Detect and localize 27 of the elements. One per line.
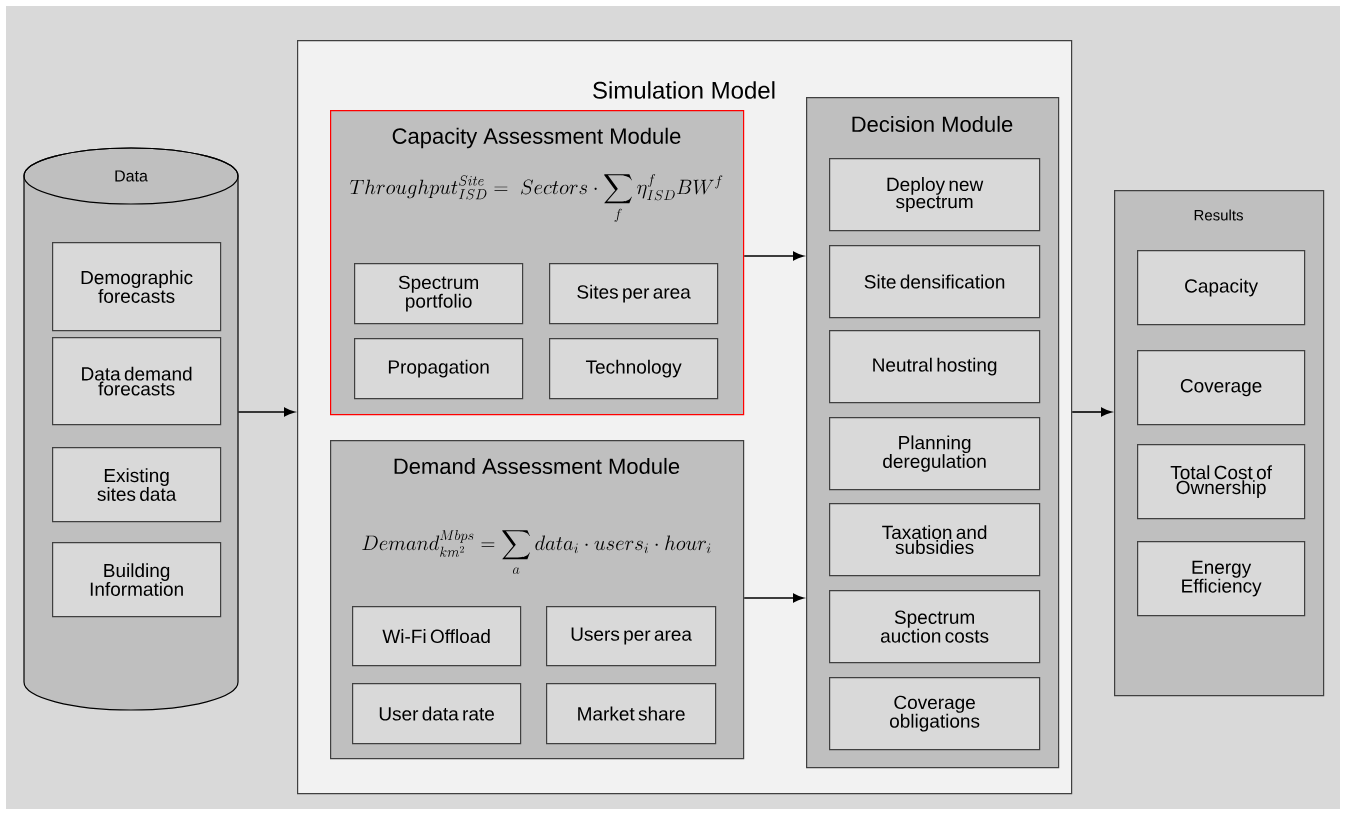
arrow (1071, 407, 1112, 417)
process-box: Coverage (1137, 350, 1306, 426)
arrow (237, 407, 295, 417)
arrow (743, 593, 804, 603)
process-box: Capacity (1137, 250, 1306, 326)
process-box: User data rate (352, 683, 522, 745)
process-box: Spectrum auction costs (829, 590, 1041, 664)
process-box: Existing sites data (52, 447, 222, 523)
process-box: Coverage obligations (829, 677, 1041, 751)
arrow (743, 251, 804, 261)
process-box: Site densification (829, 245, 1041, 319)
process-box: Taxation and subsidies (829, 503, 1041, 577)
process-box: Demographic forecasts (52, 242, 222, 332)
process-box: Technology (549, 338, 719, 400)
process-box: Data demand forecasts (52, 337, 222, 426)
process-box: Spectrum portfolio (354, 263, 524, 325)
process-box: Wi-Fi Offload (352, 606, 522, 667)
process-box: Sites per area (549, 263, 719, 325)
process-box: Total Cost of Ownership (1137, 444, 1306, 520)
process-box: Market share (546, 683, 717, 745)
process-box: Planning deregulation (829, 417, 1041, 491)
process-box: Neutral hosting (829, 330, 1041, 404)
process-box: Users per area (546, 606, 717, 667)
process-box: Building Information (52, 542, 222, 618)
process-box: Deploy new spectrum (829, 158, 1041, 232)
process-box: Energy Efficiency (1137, 541, 1306, 617)
process-box: Propagation (354, 338, 524, 400)
